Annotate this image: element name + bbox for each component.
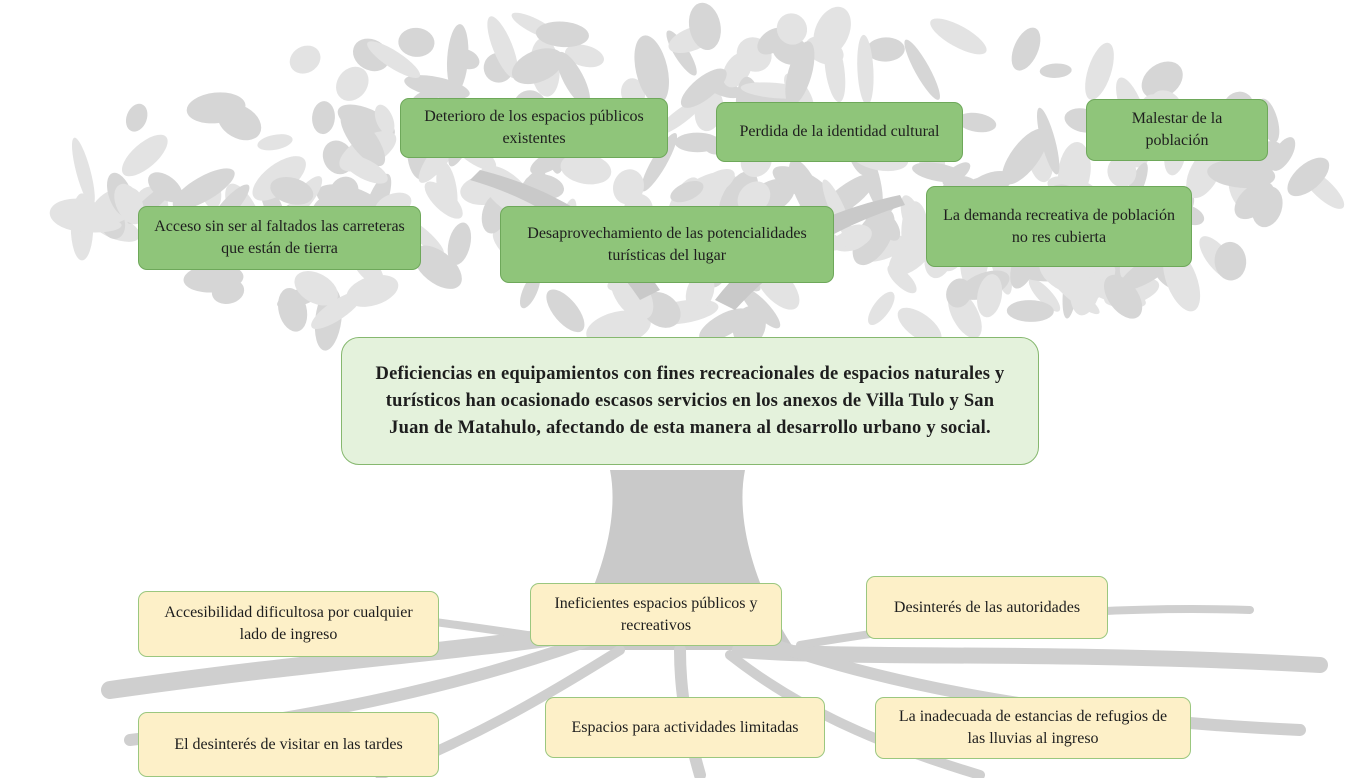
leaf-shape	[186, 92, 246, 124]
effect-box-6: La demanda recreativa de población no re…	[926, 186, 1192, 267]
leaf-shape	[1036, 107, 1060, 175]
leaf-shape	[680, 68, 727, 108]
leaf-shape	[1141, 61, 1183, 99]
leaf-shape	[867, 291, 895, 326]
leaf-shape	[270, 177, 314, 205]
leaf-shape	[148, 172, 183, 203]
tree-canopy	[49, 2, 1345, 351]
leaf-shape	[121, 134, 168, 177]
leaf-shape	[930, 18, 987, 55]
leaf-shape	[398, 27, 435, 57]
leaf-shape	[912, 162, 965, 183]
leaf-shape	[1287, 157, 1330, 197]
leaf-shape	[641, 132, 678, 192]
leaf-shape	[336, 66, 369, 101]
leaf-shape	[772, 166, 831, 202]
leaf-shape	[852, 208, 895, 266]
leaf-shape	[342, 155, 388, 184]
leaf-shape	[887, 264, 917, 294]
cause-box-6: La inadecuada de estancias de refugios d…	[875, 697, 1191, 759]
leaf-shape	[560, 153, 612, 185]
effect-box-4: Acceso sin ser al faltados las carretera…	[138, 206, 421, 270]
leaf-shape	[1002, 128, 1048, 185]
leaf-shape	[957, 112, 997, 133]
effect-box-1: Deterioro de los espacios públicos exist…	[400, 98, 668, 158]
leaf-shape	[289, 45, 321, 74]
effect-box-3: Malestar de la población	[1086, 99, 1268, 161]
leaf-shape	[172, 168, 235, 210]
leaf-shape	[656, 97, 705, 136]
leaf-shape	[211, 279, 245, 304]
leaf-shape	[824, 35, 846, 103]
leaf-shape	[977, 274, 1003, 318]
leaf-shape	[447, 222, 472, 265]
leaf-shape	[1028, 278, 1061, 312]
leaf-shape	[1039, 63, 1072, 78]
leaf-shape	[535, 21, 589, 48]
cause-box-5: Espacios para actividades limitadas	[545, 697, 825, 758]
leaf-shape	[904, 39, 940, 100]
leaf-shape	[413, 245, 462, 289]
leaf-shape	[612, 169, 645, 205]
leaf-shape	[634, 35, 669, 104]
leaf-shape	[866, 37, 905, 62]
leaf-shape	[487, 16, 519, 79]
leaf-shape	[404, 75, 470, 100]
leaf-shape	[1104, 274, 1143, 319]
leaf-shape	[1006, 300, 1054, 322]
leaf-shape	[1011, 27, 1041, 71]
leaf-shape	[699, 308, 750, 342]
leaf-shape	[897, 307, 942, 344]
leaf-shape	[546, 289, 585, 333]
leaf-shape	[71, 137, 95, 206]
cause-box-3: Desinterés de las autoridades	[866, 576, 1108, 639]
leaf-shape	[737, 181, 771, 214]
effect-box-5: Desaprovechamiento de las potencialidade…	[500, 206, 834, 283]
leaf-shape	[556, 51, 590, 106]
leaf-shape	[64, 217, 122, 233]
leaf-shape	[946, 278, 972, 308]
leaf-shape	[114, 183, 145, 225]
leaf-shape	[776, 13, 808, 45]
leaf-shape	[446, 24, 469, 93]
leaf-shape	[1207, 159, 1276, 189]
leaf-shape	[1107, 156, 1137, 188]
leaf-shape	[511, 48, 564, 85]
cause-box-1: Accesibilidad dificultosa por cualquier …	[138, 591, 439, 657]
leaf-shape	[294, 271, 338, 306]
leaf-shape	[1251, 186, 1283, 228]
leaf-shape	[312, 101, 335, 135]
leaf-shape	[436, 161, 458, 217]
leaf-shape	[785, 41, 815, 106]
leaf-shape	[857, 34, 874, 106]
leaf-shape	[565, 44, 604, 68]
leaf-shape	[311, 291, 363, 329]
leaf-shape	[1214, 241, 1247, 281]
leaf-shape	[740, 287, 781, 329]
leaf-shape	[329, 176, 359, 207]
leaf-shape	[277, 287, 308, 332]
leaf-shape	[697, 168, 735, 197]
leaf-shape	[688, 2, 721, 51]
leaf-shape	[1085, 42, 1114, 100]
leaf-shape	[257, 134, 293, 151]
cause-box-4: El desinterés de visitar en las tardes	[138, 712, 439, 777]
cause-box-2: Ineficientes espacios públicos y recreat…	[530, 583, 782, 646]
effect-box-2: Perdida de la identidad cultural	[716, 102, 963, 162]
leaf-shape	[340, 111, 386, 167]
leaf-shape	[901, 201, 929, 264]
central-problem: Deficiencias en equipamientos con fines …	[341, 337, 1039, 465]
leaf-shape	[670, 180, 704, 203]
leaf-shape	[125, 103, 148, 132]
leaf-shape	[367, 41, 421, 78]
leaf-shape	[374, 104, 395, 135]
